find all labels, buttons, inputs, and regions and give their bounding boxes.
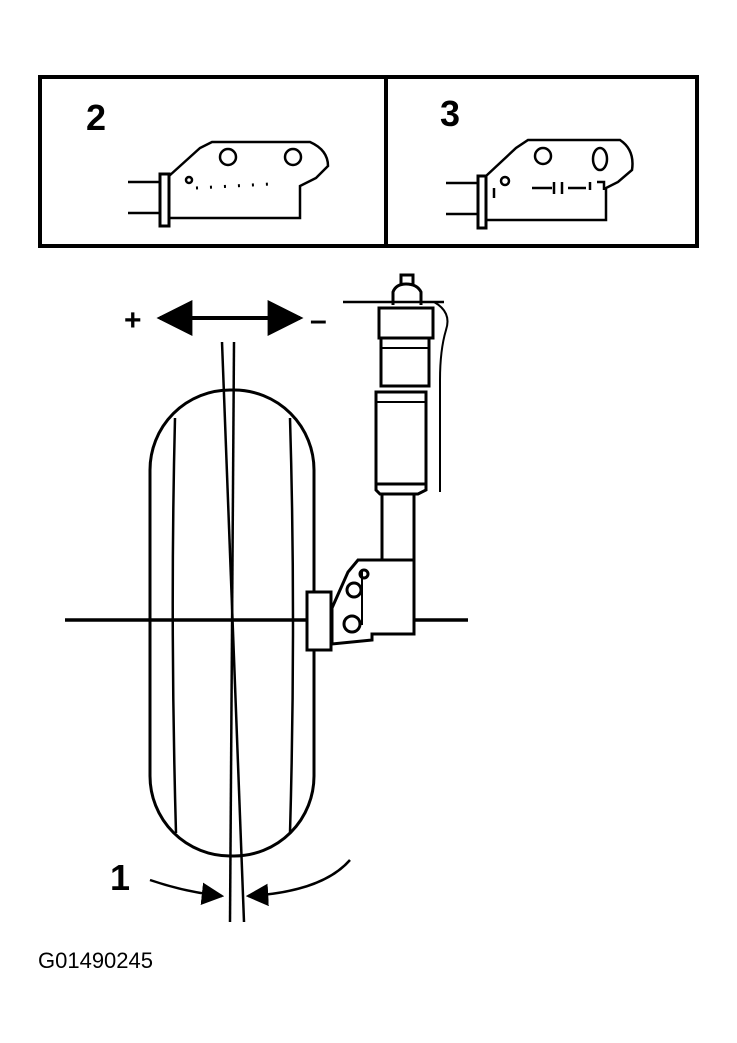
plus-sign: + [124,304,142,337]
strut-assembly [330,273,449,646]
panel-2-bracket-drawing [128,140,330,228]
panel-3: 3 [440,93,634,230]
panel-2-number: 2 [86,97,106,138]
tire-sidewall-left [171,417,178,834]
adjustment-direction-arrow: + – [124,300,327,337]
wheel-hub [305,590,333,652]
panel-3-bracket-drawing [446,138,634,230]
panel-2: 2 [86,97,330,228]
callout-number-1: 1 [110,857,130,898]
panel-3-number: 3 [440,93,460,134]
camber-reference-lines [220,341,246,923]
tire-sidewall-right [288,417,295,834]
minus-sign: – [310,304,327,337]
camber-callout [149,859,351,907]
figure-code: G01490245 [38,948,153,973]
inset-box [38,75,699,248]
strut-hose [433,301,449,381]
